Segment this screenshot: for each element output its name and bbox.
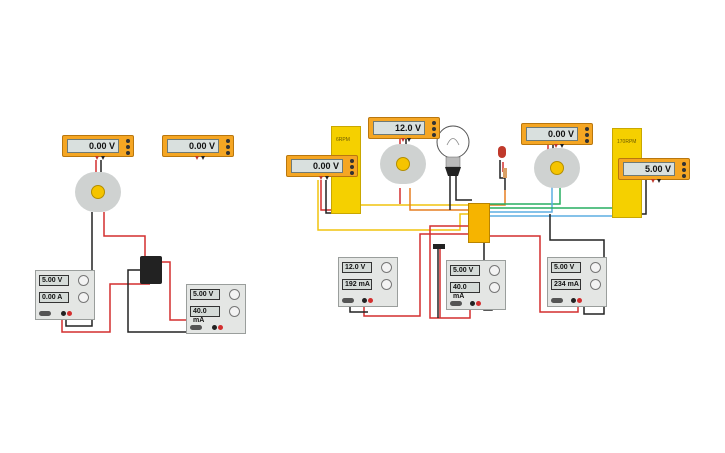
supply-voltage: 12.0 V <box>342 262 372 273</box>
voltage-dial-icon[interactable] <box>229 289 240 300</box>
knob-icon <box>432 127 436 131</box>
current-dial-icon[interactable] <box>78 292 89 303</box>
power-supply-left-a[interactable]: 5.00 V 0.00 A <box>35 270 95 320</box>
positive-lead-icon[interactable] <box>195 156 199 160</box>
power-switch[interactable] <box>39 311 51 316</box>
negative-lead-icon[interactable] <box>560 144 564 148</box>
current-dial-icon[interactable] <box>489 282 500 293</box>
power-switch[interactable] <box>190 325 202 330</box>
power-switch[interactable] <box>450 301 462 306</box>
negative-terminal-icon[interactable] <box>470 301 475 306</box>
positive-lead-icon[interactable] <box>651 179 655 183</box>
voltmeter-reading: 12.0 V <box>373 121 425 135</box>
knob-icon <box>350 165 354 169</box>
positive-terminal-icon[interactable] <box>67 311 72 316</box>
knob-icon <box>585 139 589 143</box>
knob-icon <box>226 139 230 143</box>
negative-lead-icon[interactable] <box>407 138 411 142</box>
dc-motor-left[interactable] <box>75 172 121 212</box>
positive-lead-icon[interactable] <box>554 144 558 148</box>
supply-voltage: 5.00 V <box>551 262 581 273</box>
negative-terminal-icon[interactable] <box>571 298 576 303</box>
current-dial-icon[interactable] <box>381 279 392 290</box>
power-supply-left-b[interactable]: 5.00 V 40.0 mA <box>186 284 246 334</box>
supply-current: 40.0 mA <box>190 306 220 324</box>
supply-voltage: 5.00 V <box>450 265 480 276</box>
power-switch[interactable] <box>342 298 354 303</box>
supply-voltage: 5.00 V <box>39 275 69 286</box>
knob-icon <box>585 127 589 131</box>
negative-terminal-icon[interactable] <box>362 298 367 303</box>
power-supply-right-1[interactable]: 12.0 V 192 mA <box>338 257 398 307</box>
voltage-dial-icon[interactable] <box>489 265 500 276</box>
knob-icon <box>432 121 436 125</box>
knob-icon <box>350 171 354 175</box>
negative-lead-icon[interactable] <box>325 176 329 180</box>
power-supply-right-2[interactable]: 5.00 V 40.0 mA <box>446 260 506 310</box>
negative-lead-icon[interactable] <box>201 156 205 160</box>
motor-hub-icon <box>550 161 564 175</box>
led-component[interactable] <box>498 146 507 178</box>
supply-current: 40.0 mA <box>450 282 480 300</box>
power-supply-right-3[interactable]: 5.00 V 234 mA <box>547 257 607 307</box>
positive-terminal-icon[interactable] <box>368 298 373 303</box>
positive-terminal-icon[interactable] <box>476 301 481 306</box>
voltmeter-left-a[interactable]: 0.00 V <box>62 135 134 160</box>
voltmeter-reading: 0.00 V <box>526 127 578 141</box>
positive-terminal-icon[interactable] <box>577 298 582 303</box>
supply-current: 234 mA <box>551 279 581 290</box>
knob-icon <box>682 168 686 172</box>
supply-current: 0.00 A <box>39 292 69 303</box>
supply-voltage: 5.00 V <box>190 289 220 300</box>
breadboard-left[interactable] <box>140 256 162 284</box>
voltmeter-reading: 0.00 V <box>67 139 119 153</box>
voltmeter-reading: 0.00 V <box>291 159 343 173</box>
positive-lead-icon[interactable] <box>401 138 405 142</box>
knob-icon <box>126 151 130 155</box>
voltmeter-left-b[interactable]: 0.00 V <box>162 135 234 160</box>
motor-driver-chip[interactable] <box>468 203 490 243</box>
negative-terminal-icon[interactable] <box>61 311 66 316</box>
voltmeter-reading: 0.00 V <box>167 139 219 153</box>
positive-lead-icon[interactable] <box>95 156 99 160</box>
light-bulb[interactable] <box>436 125 470 176</box>
dc-motor-right-2[interactable] <box>380 144 426 184</box>
gear-motor-label: 6RPM <box>336 137 350 143</box>
voltage-dial-icon[interactable] <box>590 262 601 273</box>
motor-hub-icon <box>91 185 105 199</box>
negative-terminal-icon[interactable] <box>212 325 217 330</box>
supply-current: 192 mA <box>342 279 372 290</box>
negative-lead-icon[interactable] <box>101 156 105 160</box>
knob-icon <box>126 139 130 143</box>
knob-icon <box>432 133 436 137</box>
knob-icon <box>226 145 230 149</box>
knob-icon <box>585 133 589 137</box>
negative-lead-icon[interactable] <box>657 179 661 183</box>
resistor[interactable] <box>503 168 507 178</box>
voltmeter-right-motor3[interactable]: 0.00 V <box>521 123 593 148</box>
voltmeter-right-motor1[interactable]: 0.00 V <box>286 155 358 180</box>
voltage-dial-icon[interactable] <box>78 275 89 286</box>
knob-icon <box>350 159 354 163</box>
current-dial-icon[interactable] <box>590 279 601 290</box>
knob-icon <box>126 145 130 149</box>
dc-motor-right-3[interactable] <box>534 148 580 188</box>
power-switch[interactable] <box>551 298 563 303</box>
slide-switch[interactable] <box>433 244 445 249</box>
voltmeter-reading: 5.00 V <box>623 162 675 176</box>
gear-motor-label: 170RPM <box>617 139 637 145</box>
knob-icon <box>682 174 686 178</box>
current-dial-icon[interactable] <box>229 306 240 317</box>
voltmeter-right-motor4[interactable]: 5.00 V <box>618 158 690 183</box>
voltage-dial-icon[interactable] <box>381 262 392 273</box>
motor-hub-icon <box>396 157 410 171</box>
knob-icon <box>226 151 230 155</box>
positive-terminal-icon[interactable] <box>218 325 223 330</box>
positive-lead-icon[interactable] <box>319 176 323 180</box>
voltmeter-right-center[interactable]: 12.0 V <box>368 117 440 142</box>
knob-icon <box>682 162 686 166</box>
